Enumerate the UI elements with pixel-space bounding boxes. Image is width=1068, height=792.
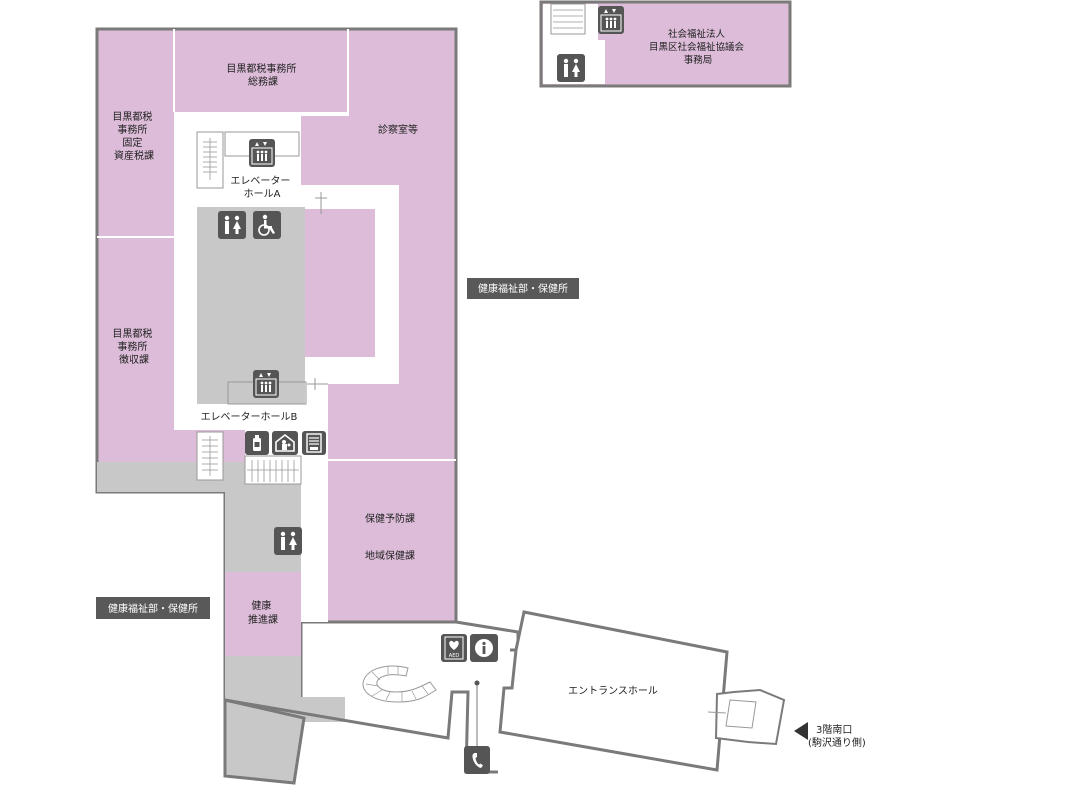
annex: [539, 0, 792, 88]
label-collection: 目黒都税 事務所 徴収課: [112, 327, 155, 366]
label-entrance-hall: エントランスホール: [568, 685, 658, 697]
label-exam-rooms: 診察室等: [378, 123, 418, 136]
health-promotion-room: [225, 572, 301, 656]
room-dividers: [97, 29, 456, 461]
label-elevator-hall-a: エレベーター ホールA: [230, 175, 293, 200]
aed-icon[interactable]: AED: [441, 634, 467, 662]
door-marks: [307, 192, 328, 390]
wheelchair-icon[interactable]: [253, 211, 281, 239]
tag-health-welfare-left[interactable]: 健康福祉部・保健所: [96, 597, 210, 619]
svg-text:健康福祉部・保健所: 健康福祉部・保健所: [478, 282, 568, 295]
label-community-health: 地域保健課: [365, 549, 415, 562]
elevator-icon[interactable]: [249, 139, 275, 167]
nursing-room-icon[interactable]: [272, 431, 298, 455]
label-fixed-assets-tax: 目黒都税 事務所 固定 資産税課: [112, 110, 155, 162]
label-elevator-hall-b: エレベーターホールB: [201, 411, 298, 423]
entrance-arrow-icon: [794, 722, 808, 740]
vending-machine-icon[interactable]: [302, 431, 326, 455]
label-health-promotion: 健康 推進課: [248, 599, 278, 626]
svg-text:AED: AED: [449, 653, 460, 659]
tag-health-welfare-right[interactable]: 健康福祉部・保健所: [467, 278, 579, 299]
restroom-icon[interactable]: [218, 211, 246, 239]
south-entrance-vestibule: [714, 688, 786, 746]
restroom-icon[interactable]: [274, 527, 302, 555]
stairs-b: [196, 431, 302, 485]
service-core: [197, 207, 305, 404]
room-labels: 目黒都税事務所 総務課 目黒都税 事務所 固定 資産税課 目黒都税 事務所 徴収…: [112, 28, 865, 749]
svg-text:健康福祉部・保健所: 健康福祉部・保健所: [108, 602, 198, 615]
elevator-icon[interactable]: [253, 370, 279, 398]
restroom-icon[interactable]: [557, 54, 585, 82]
entrance-area: [223, 610, 786, 785]
spiral-stair: [362, 665, 437, 703]
label-general-affairs: 目黒都税事務所 総務課: [226, 62, 299, 88]
label-social-welfare-council: 社会福祉法人 目黒区社会福祉協議会 事務局: [649, 28, 747, 66]
phone-icon[interactable]: [464, 746, 490, 774]
stairs-a: [196, 131, 224, 189]
elevator-icon[interactable]: [598, 6, 624, 34]
entrance-hall: [498, 610, 729, 772]
inner-room: [305, 209, 375, 357]
label-health-prevention: 保健予防課: [365, 512, 415, 525]
label-south-entrance: 3階南口 (駒沢通り側): [808, 723, 866, 749]
water-bottle-icon[interactable]: [245, 431, 269, 455]
information-icon[interactable]: [470, 634, 498, 662]
